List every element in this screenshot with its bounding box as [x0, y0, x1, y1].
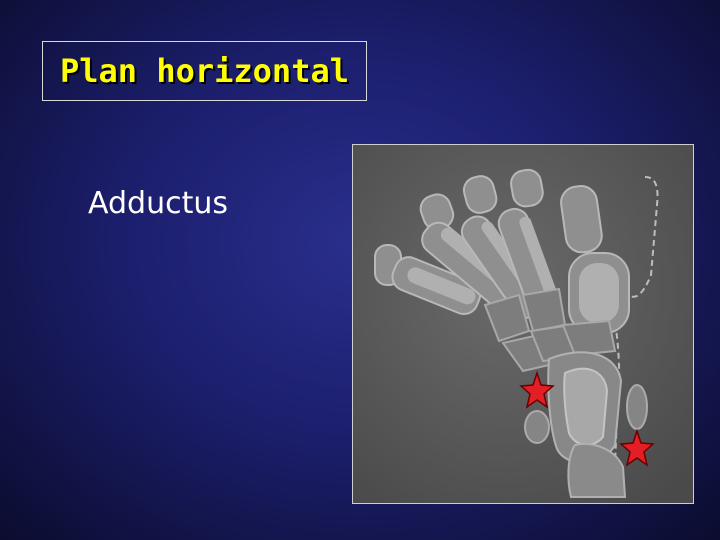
red-star-icon: [519, 370, 555, 409]
foot-xray-diagram: [353, 145, 693, 503]
red-star-icon: [619, 428, 655, 467]
title-box: Plan horizontal: [42, 41, 367, 101]
foot-xray-image: [352, 144, 694, 504]
slide-title: Plan horizontal: [60, 52, 349, 90]
slide-subtitle: Adductus: [88, 186, 228, 221]
